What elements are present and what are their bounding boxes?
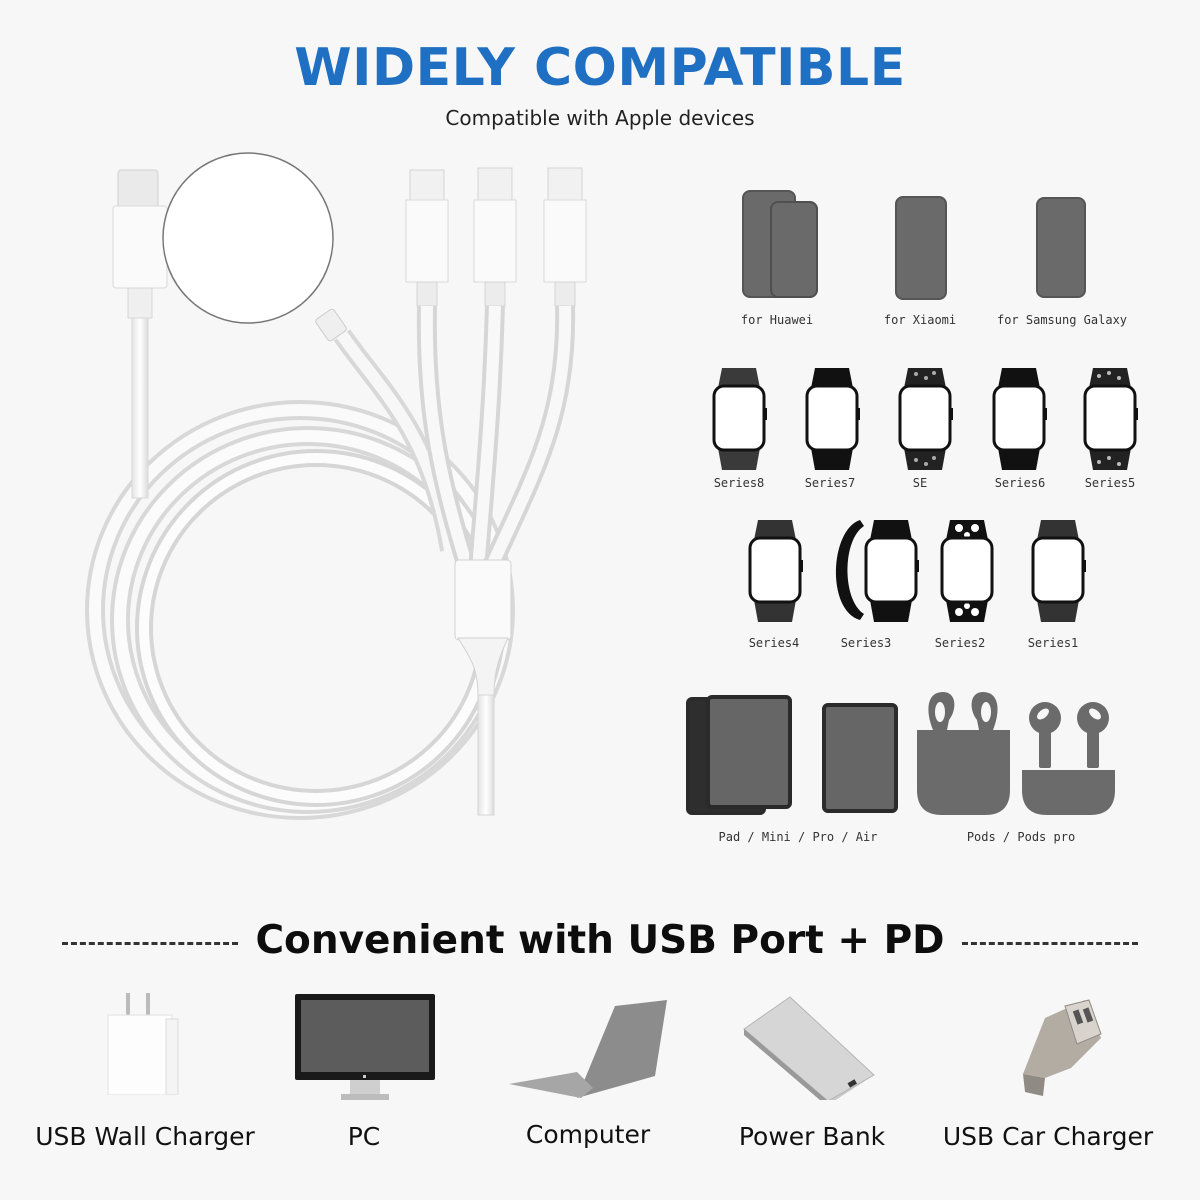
monitor-icon: [295, 994, 435, 1100]
watch-row-1: [712, 368, 1138, 470]
wall-charger-icon: [107, 993, 179, 1095]
watch-patterned-icon: [1083, 368, 1138, 470]
section-heading: Convenient with USB Port + PD: [255, 918, 945, 963]
watch-icon: [992, 368, 1047, 470]
device-label: Pods / Pods pro: [966, 830, 1076, 844]
page-subtitle: Compatible with Apple devices: [445, 106, 755, 130]
device-label: Series1: [1027, 636, 1079, 650]
power-bank-icon: [743, 996, 875, 1100]
laptop-icon: [509, 1000, 667, 1098]
watch-loop-icon: [835, 520, 919, 622]
earbuds-icon: [917, 692, 1115, 815]
device-label: Series6: [994, 476, 1046, 490]
usb-c-output-connectors: [405, 167, 587, 575]
divider-right: [962, 942, 1138, 945]
watch-icon: [1031, 520, 1086, 622]
device-label: Series3: [840, 636, 892, 650]
device-label: SE: [912, 476, 928, 490]
watch-icon: [805, 368, 860, 470]
port-label: USB Car Charger: [942, 1122, 1154, 1151]
tablet-icon: [706, 695, 792, 809]
cable-product-image: [85, 152, 587, 820]
usb-c-input-connector: [112, 169, 168, 499]
port-label: Computer: [525, 1120, 651, 1149]
device-label: Series5: [1084, 476, 1136, 490]
device-label: for Huawei: [740, 313, 814, 327]
page-title: WIDELY COMPATIBLE: [294, 38, 906, 98]
phone-icon: [770, 201, 818, 298]
port-label: USB Wall Charger: [35, 1122, 255, 1151]
phone-icon: [895, 196, 947, 300]
device-label: for Samsung Galaxy: [996, 313, 1128, 327]
car-charger-icon: [1023, 999, 1102, 1096]
cable-splitter: [454, 559, 512, 816]
divider-left: [62, 942, 238, 945]
watch-sport-icon: [940, 520, 994, 622]
watch-row-2: [748, 520, 1086, 622]
port-label: Power Bank: [738, 1122, 886, 1151]
phone-icon: [1036, 197, 1086, 298]
tablet-icon: [822, 703, 898, 813]
device-label: Series2: [934, 636, 986, 650]
watch-icon: [748, 520, 803, 622]
device-label: Series4: [748, 636, 800, 650]
port-label: PC: [347, 1122, 381, 1151]
watch-icon: [712, 368, 767, 470]
device-label: Series7: [804, 476, 856, 490]
device-label: Pad / Mini / Pro / Air: [718, 830, 878, 844]
watch-patterned-icon: [898, 368, 953, 470]
device-label: Series8: [713, 476, 765, 490]
device-label: for Xiaomi: [883, 313, 957, 327]
